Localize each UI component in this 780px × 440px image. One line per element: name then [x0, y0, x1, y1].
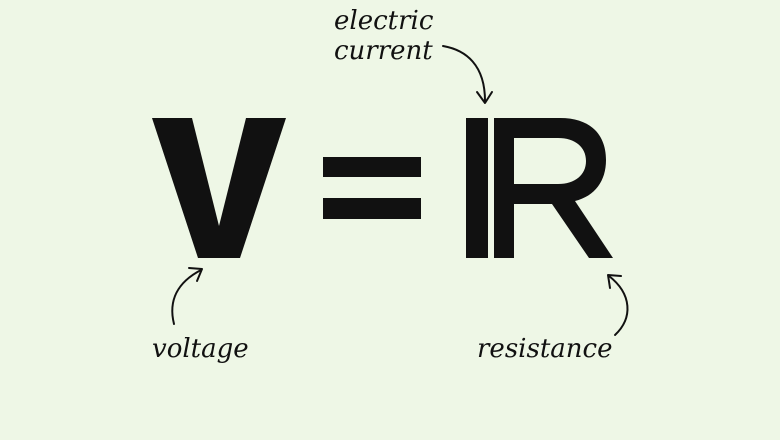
symbol-i: I: [466, 118, 488, 258]
label-voltage: voltage: [152, 334, 249, 364]
label-electric-current: electric current: [334, 6, 433, 66]
label-resistance: resistance: [477, 334, 613, 364]
symbol-equals: =: [323, 157, 421, 219]
label-electric-current-line2: current: [334, 36, 433, 66]
symbol-r: R: [494, 118, 613, 258]
symbol-v: V: [152, 118, 286, 258]
label-electric-current-line1: electric: [334, 6, 434, 36]
